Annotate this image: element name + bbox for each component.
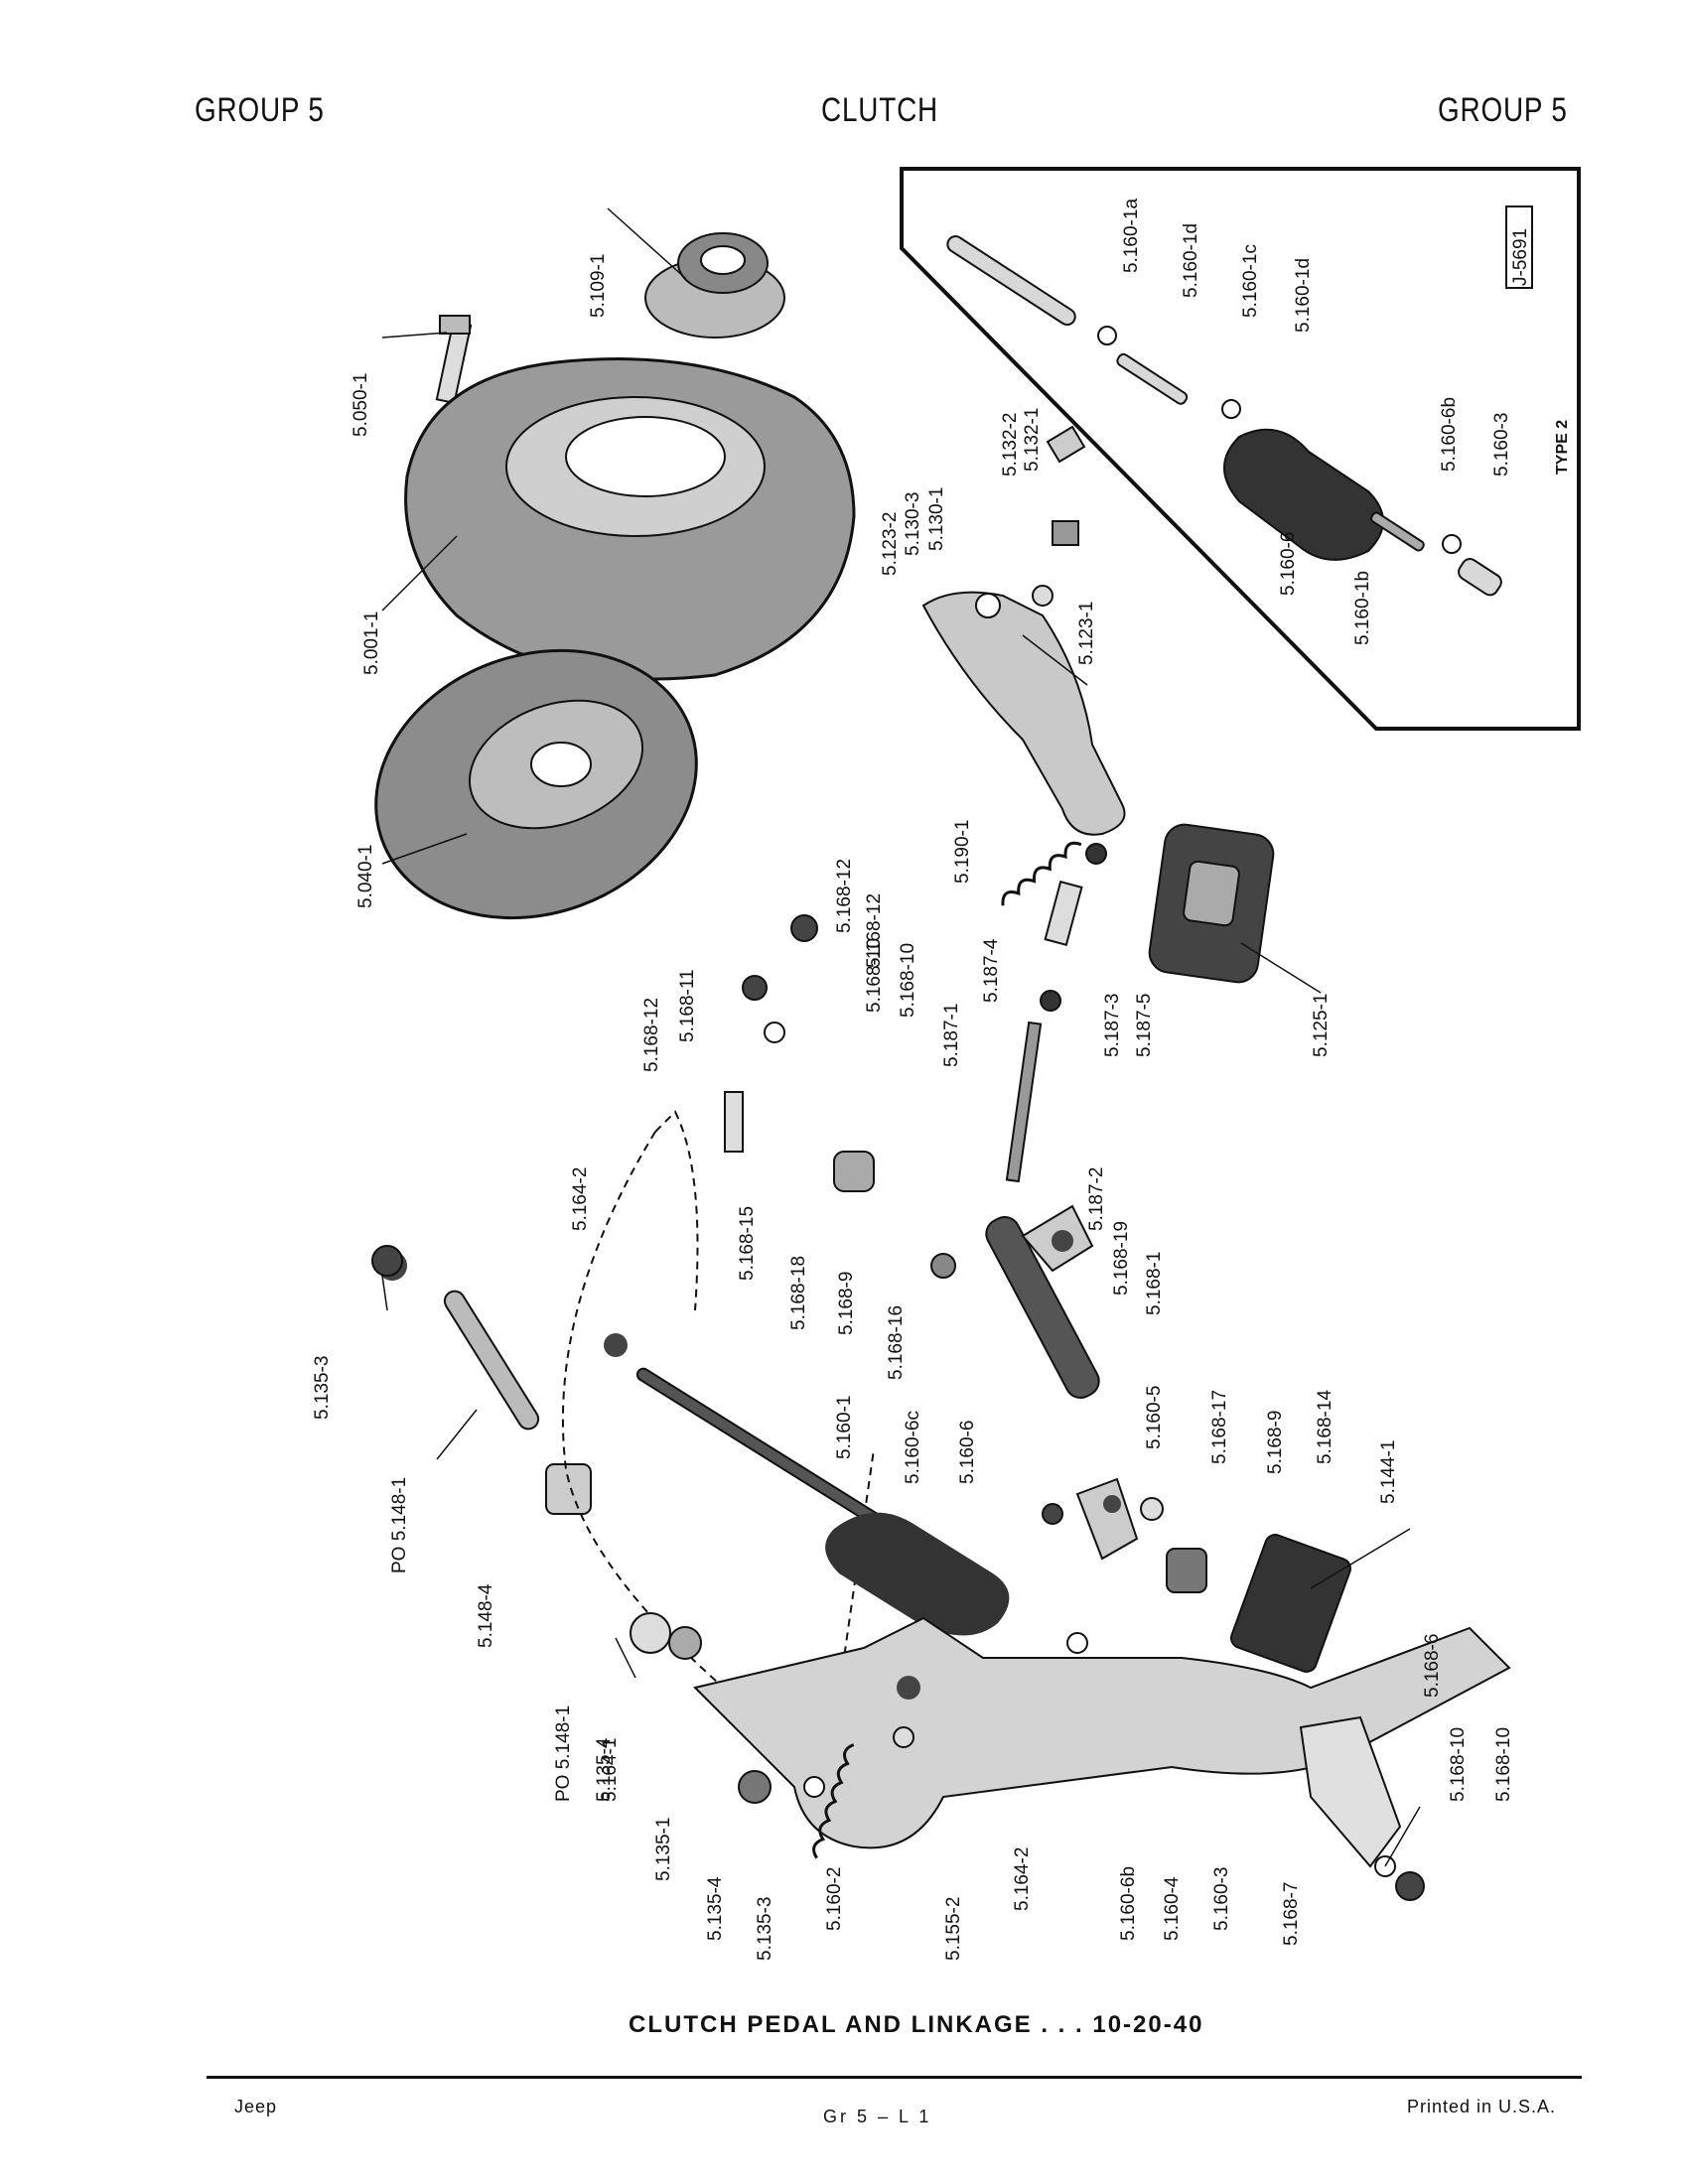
part-label: 5.123-1 (1076, 602, 1097, 665)
part-label: 5.187-4 (981, 938, 1002, 1003)
part-label: 5.168-12 (834, 859, 855, 933)
inset-part-label: 5.160-1d (1181, 223, 1201, 298)
inset-labels: 5.160-1a 5.160-1d 5.160-1c 5.160-1d 5.16… (1121, 199, 1512, 645)
part-label: 5.040-1 (355, 845, 376, 908)
part-label: 5.160-6b (1118, 1866, 1139, 1941)
part-label: 5.135-4 (705, 1876, 726, 1941)
part-label: 5.160-3 (1211, 1867, 1232, 1931)
inset-part-label: 5.160-6b (1439, 397, 1460, 472)
release-fork (921, 425, 1126, 836)
part-label: 5.160-2 (824, 1867, 845, 1931)
part-label: 5.168-11 (677, 969, 698, 1042)
part-label: 5.168-6 (1422, 1634, 1443, 1698)
part-label: 5.168-19 (1111, 1221, 1132, 1296)
part-label: 5.164-1 (600, 1738, 621, 1802)
part-label: 5.135-4 (594, 1737, 615, 1802)
part-label: 5.168-12 (641, 998, 662, 1072)
part-label: 5.168-15 (737, 1206, 758, 1281)
part-label: 5.168-10 (898, 943, 918, 1018)
badge-box (1505, 205, 1533, 289)
inset-frame: J-5691 TYPE 2 (900, 167, 1581, 731)
footer-right: Printed in U.S.A. (1407, 2097, 1557, 2116)
inset-part-label: 5.160-1d (1293, 258, 1314, 333)
part-label: 5.187-2 (1086, 1167, 1107, 1231)
inset-part-label: 5.160-3 (1491, 413, 1512, 477)
part-label: 5.190-1 (952, 820, 973, 884)
part-label: 5.148-4 (476, 1583, 496, 1648)
pressure-plate (404, 357, 856, 681)
inset-parts (946, 235, 1502, 597)
part-label: 5.160-5 (1144, 1386, 1165, 1449)
part-label: 5.168-7 (1281, 1882, 1302, 1946)
part-label: 5.135-3 (312, 1356, 333, 1420)
part-label: 5.125-1 (1311, 994, 1332, 1057)
footer-rule (207, 2076, 1582, 2079)
part-label: 5.123-2 (880, 512, 901, 576)
inset-badge: J-5691 (1510, 228, 1531, 286)
cross-shaft-assembly (985, 1204, 1164, 1561)
return-spring-upper (1001, 841, 1082, 906)
part-label: 5.050-1 (351, 373, 371, 437)
header-right: GROUP 5 (1438, 91, 1568, 129)
linkage-rod (604, 1333, 1010, 1636)
inset-type-label: TYPE 2 (1554, 420, 1571, 475)
part-label: 5.168-16 (886, 1305, 907, 1380)
part-label: 5.168-9 (1265, 1411, 1286, 1474)
inset-part-label: 5.160-6 (1278, 532, 1299, 596)
part-label: 5.168-10 (864, 938, 885, 1013)
inset-part-label: 5.160-1a (1121, 199, 1142, 273)
part-label: 5.168-10 (1448, 1727, 1469, 1802)
part-label: 5.168-10 (1493, 1727, 1514, 1802)
part-label: 5.109-1 (588, 254, 609, 318)
part-label: 5.132-2 (1000, 413, 1021, 477)
clutch-disc (374, 648, 698, 920)
part-label: 5.187-3 (1102, 994, 1123, 1057)
adjusting-rod (1005, 843, 1107, 1183)
footer-left: Jeep (234, 2097, 278, 2116)
pressure-plate-bolt (435, 315, 473, 405)
part-label: 5.168-1 (1144, 1252, 1165, 1315)
part-label: 5.160-6 (957, 1421, 978, 1484)
part-label: 5.168-14 (1315, 1390, 1336, 1464)
figure-caption: CLUTCH PEDAL AND LINKAGE . . . 10-20-40 (629, 2011, 1204, 2038)
part-label: 5.001-1 (361, 612, 382, 675)
clutch-pedal (693, 1534, 1511, 1868)
leader-lines (381, 207, 1421, 1867)
part-label: 5.160-6c (903, 1411, 923, 1484)
part-label: 5.130-1 (926, 487, 947, 551)
part-label: 5.187-5 (1134, 994, 1155, 1057)
part-label: 5.164-2 (1012, 1847, 1033, 1911)
inset-part-label: 5.160-1b (1352, 571, 1373, 645)
part-label: 5.168-17 (1209, 1390, 1230, 1464)
part-label: 5.135-3 (755, 1897, 775, 1961)
frame-bracket-outline (561, 1110, 875, 1700)
part-label: 5.160-1 (834, 1396, 855, 1459)
header-left: GROUP 5 (195, 91, 325, 129)
part-label: 5.187-1 (941, 1004, 962, 1067)
pivot-shaft (377, 1251, 592, 1515)
page-title: CLUTCH (821, 91, 939, 129)
part-label: 5.132-1 (1022, 408, 1043, 472)
part-label: 5.164-2 (570, 1167, 591, 1231)
part-label: 5.168-18 (788, 1256, 809, 1330)
part-label: PO 5.148-1 (389, 1477, 410, 1573)
dust-boot (1148, 823, 1275, 984)
inset-part-label: 5.160-1c (1240, 244, 1261, 318)
part-label: 5.168-12 (864, 893, 885, 968)
pedal-return-spring (812, 1743, 855, 1859)
part-label: 5.130-3 (903, 492, 923, 556)
part-label: 5.155-2 (943, 1897, 964, 1961)
part-label: 5.135-1 (653, 1818, 674, 1881)
clutch-release-bearing (644, 232, 785, 339)
part-label: 5.168-9 (836, 1272, 857, 1335)
part-labels: 5.109-1 5.050-1 5.001-1 5.040-1 5.132-1 … (312, 254, 1514, 1961)
small-hardware (371, 914, 1425, 1901)
part-label: 5.144-1 (1378, 1440, 1399, 1504)
footer-page-number: Gr 5 – L 1 (823, 2107, 932, 2126)
part-label: PO 5.148-1 (553, 1706, 574, 1802)
part-label: 5.160-4 (1162, 1876, 1183, 1941)
